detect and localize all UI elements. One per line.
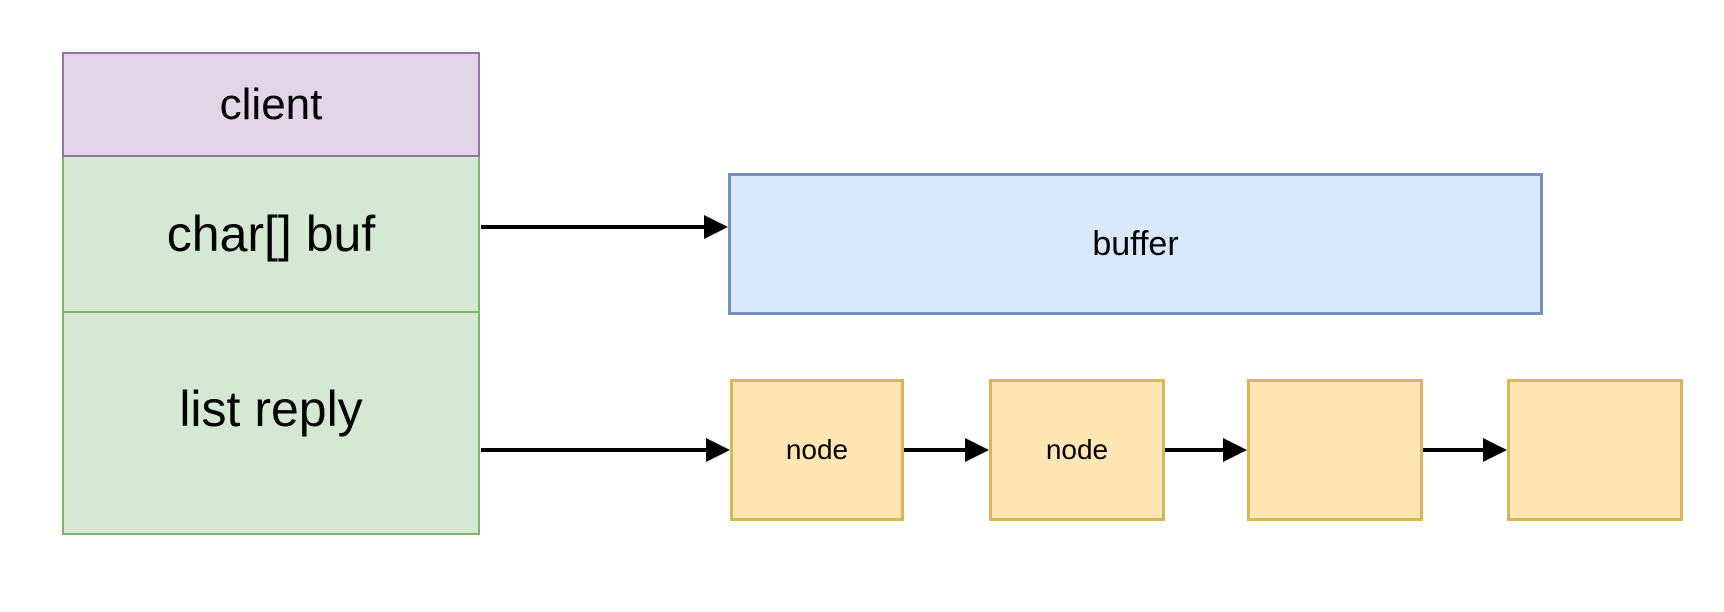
- arrow-head: [1483, 438, 1507, 462]
- struct-field-char-buf-label: char[] buf: [166, 206, 376, 262]
- struct-field-list-reply: list reply: [62, 313, 480, 535]
- node-box-3: [1247, 379, 1423, 521]
- arrow-shaft: [1165, 448, 1223, 452]
- arrow-shaft: [481, 225, 704, 229]
- node-box-1-label: node: [785, 434, 849, 465]
- node-box-4: [1507, 379, 1683, 521]
- struct-header-client: client: [62, 52, 480, 157]
- arrow-head: [706, 438, 730, 462]
- node-box-2: node: [989, 379, 1165, 521]
- arrow-shaft: [904, 448, 965, 452]
- client-struct-table: client char[] buf list reply: [62, 52, 480, 535]
- arrow-head: [704, 215, 728, 239]
- buffer-box-label: buffer: [1092, 224, 1179, 263]
- arrow-head: [1223, 438, 1247, 462]
- struct-field-list-reply-label: list reply: [179, 381, 363, 437]
- arrow-shaft: [1423, 448, 1483, 452]
- struct-header-label: client: [219, 79, 323, 129]
- struct-field-char-buf: char[] buf: [62, 157, 480, 313]
- node-box-2-label: node: [1045, 434, 1109, 465]
- node-box-1: node: [730, 379, 904, 521]
- arrow-shaft: [481, 448, 706, 452]
- arrow-head: [965, 438, 989, 462]
- buffer-box: buffer: [728, 173, 1543, 315]
